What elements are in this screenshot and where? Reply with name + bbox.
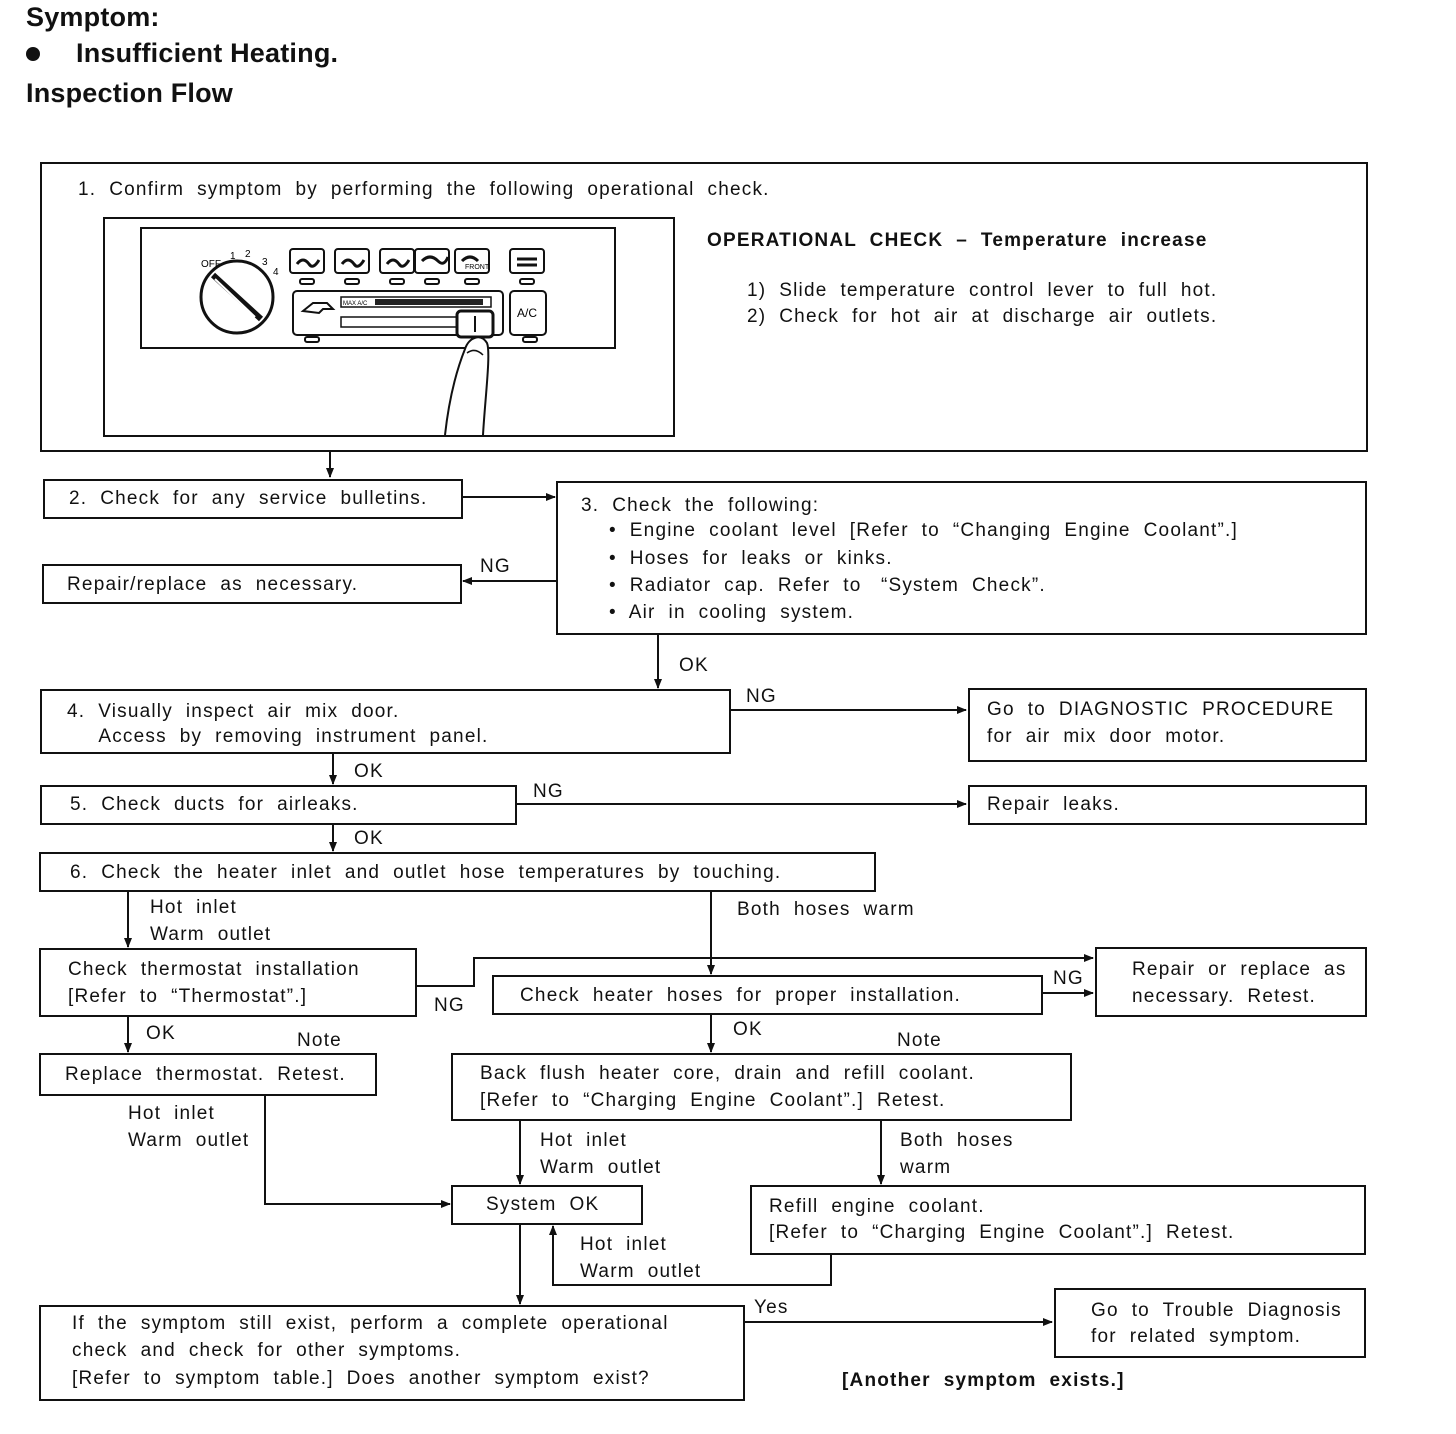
step5-box — [40, 785, 517, 825]
warm-outlet-label: Warm outlet — [128, 1130, 250, 1151]
warm-label: warm — [900, 1157, 952, 1178]
fan-off-label: OFF — [201, 259, 221, 270]
yes-label: Yes — [754, 1297, 789, 1318]
diagnostic-procedure-line1: Go to DIAGNOSTIC PROCEDURE — [987, 699, 1335, 720]
step4-line1: 4. Visually inspect air mix door. — [67, 701, 400, 722]
back-flush-line2: [Refer to “Charging Engine Coolant”.] Re… — [480, 1090, 946, 1111]
step1-text: 1. Confirm symptom by performing the fol… — [78, 179, 770, 200]
step2-text: 2. Check for any service bulletins. — [69, 488, 428, 509]
ng-label: NG — [533, 781, 564, 802]
symptom-label: Symptom: — [26, 2, 160, 32]
final-question-line3: [Refer to symptom table.] Does another s… — [72, 1368, 650, 1389]
step4-line2: Access by removing instrument panel. — [67, 726, 489, 747]
back-flush-box — [451, 1053, 1072, 1121]
ok-label: OK — [146, 1023, 176, 1044]
step3-item: • Engine coolant level [Refer to “Changi… — [609, 520, 1239, 541]
trouble-diagnosis-line2: for related symptom. — [1091, 1326, 1302, 1347]
ng-label: NG — [434, 995, 465, 1016]
step3-box — [556, 481, 1367, 635]
repair-leaks-box — [968, 785, 1367, 825]
arrow-thermo-ng — [417, 954, 1094, 987]
both-hoses-label: Both hoses — [900, 1130, 1014, 1151]
system-ok-text: System OK — [486, 1194, 600, 1215]
fan-2-label: 2 — [245, 249, 251, 260]
step6-box — [39, 852, 876, 892]
front-label: FRONT — [465, 264, 490, 271]
control-panel-illustration: OFF 1 2 3 4 — [103, 217, 675, 437]
thermostat-line2: [Refer to “Thermostat”.] — [68, 986, 308, 1007]
operational-check-step1: 1) Slide temperature control lever to fu… — [747, 280, 1218, 301]
ac-label: A/C — [517, 306, 537, 320]
step6-text: 6. Check the heater inlet and outlet hos… — [70, 862, 782, 883]
repair-retest-line2: necessary. Retest. — [1132, 986, 1317, 1007]
control-panel-drawing: OFF 1 2 3 4 — [140, 227, 616, 436]
repair-replace-box — [42, 564, 462, 604]
system-ok-box — [451, 1185, 643, 1225]
warm-outlet-label: Warm outlet — [150, 924, 272, 945]
operational-check-title: OPERATIONAL CHECK – Temperature increase — [707, 230, 1208, 251]
repair-leaks-text: Repair leaks. — [987, 794, 1120, 815]
warm-outlet-label: Warm outlet — [540, 1157, 662, 1178]
arrow-refill-to-ok — [549, 1225, 832, 1286]
repair-replace-text: Repair/replace as necessary. — [67, 574, 359, 595]
diagnostic-procedure-line2: for air mix door motor. — [987, 726, 1226, 747]
max-ac-label: MAX A/C — [343, 301, 368, 307]
final-question-box — [39, 1305, 745, 1401]
step3-item: • Radiator cap. Refer to “System Check”. — [609, 575, 1046, 596]
fan-4-label: 4 — [273, 267, 279, 278]
note-label: Note — [897, 1030, 942, 1051]
ok-label: OK — [354, 828, 384, 849]
operational-check-step2: 2) Check for hot air at discharge air ou… — [747, 306, 1218, 327]
heater-hoses-text: Check heater hoses for proper installati… — [520, 985, 961, 1006]
back-flush-line1: Back flush heater core, drain and refill… — [480, 1063, 975, 1084]
step3-item: • Hoses for leaks or kinks. — [609, 548, 893, 569]
final-question-line1: If the symptom still exist, perform a co… — [72, 1313, 669, 1334]
arrow-replace-to-ok — [264, 1096, 451, 1208]
ng-label: NG — [1053, 968, 1084, 989]
replace-thermostat-text: Replace thermostat. Retest. — [65, 1064, 346, 1085]
thermostat-box — [39, 948, 417, 1017]
refill-line1: Refill engine coolant. — [769, 1196, 985, 1217]
warm-outlet-label: Warm outlet — [580, 1261, 702, 1282]
ok-label: OK — [354, 761, 384, 782]
step5-text: 5. Check ducts for airleaks. — [70, 794, 359, 815]
step2-box — [43, 479, 463, 519]
ok-label: OK — [733, 1019, 763, 1040]
trouble-diagnosis-box — [1054, 1288, 1366, 1358]
symptom-text: Insufficient Heating. — [76, 38, 339, 68]
step3-title: 3. Check the following: — [581, 495, 820, 516]
final-question-line2: check and check for other symptoms. — [72, 1340, 462, 1361]
refill-line2: [Refer to “Charging Engine Coolant”.] Re… — [769, 1222, 1235, 1243]
fan-3-label: 3 — [262, 257, 268, 268]
bullet-icon — [26, 47, 40, 61]
hot-inlet-label: Hot inlet — [580, 1234, 667, 1255]
hot-inlet-label: Hot inlet — [540, 1130, 627, 1151]
flow-title: Inspection Flow — [26, 78, 234, 108]
ok-label: OK — [679, 655, 709, 676]
heater-hoses-box — [492, 975, 1043, 1015]
another-symptom-caption: [Another symptom exists.] — [842, 1370, 1125, 1391]
step3-item: • Air in cooling system. — [609, 602, 855, 623]
step4-box — [40, 689, 731, 754]
note-label: Note — [297, 1030, 342, 1051]
both-hoses-warm-label: Both hoses warm — [737, 899, 915, 920]
trouble-diagnosis-line1: Go to Trouble Diagnosis — [1091, 1300, 1342, 1321]
refill-box — [750, 1185, 1366, 1255]
repair-retest-box — [1095, 947, 1367, 1017]
ng-label: NG — [480, 556, 511, 577]
hot-inlet-label: Hot inlet — [128, 1103, 215, 1124]
replace-thermostat-box — [39, 1053, 377, 1096]
hot-inlet-label: Hot inlet — [150, 897, 237, 918]
fan-1-label: 1 — [230, 251, 236, 262]
thermostat-line1: Check thermostat installation — [68, 959, 360, 980]
repair-retest-line1: Repair or replace as — [1132, 959, 1347, 980]
diagnostic-procedure-box — [968, 688, 1367, 762]
ng-label: NG — [746, 686, 777, 707]
